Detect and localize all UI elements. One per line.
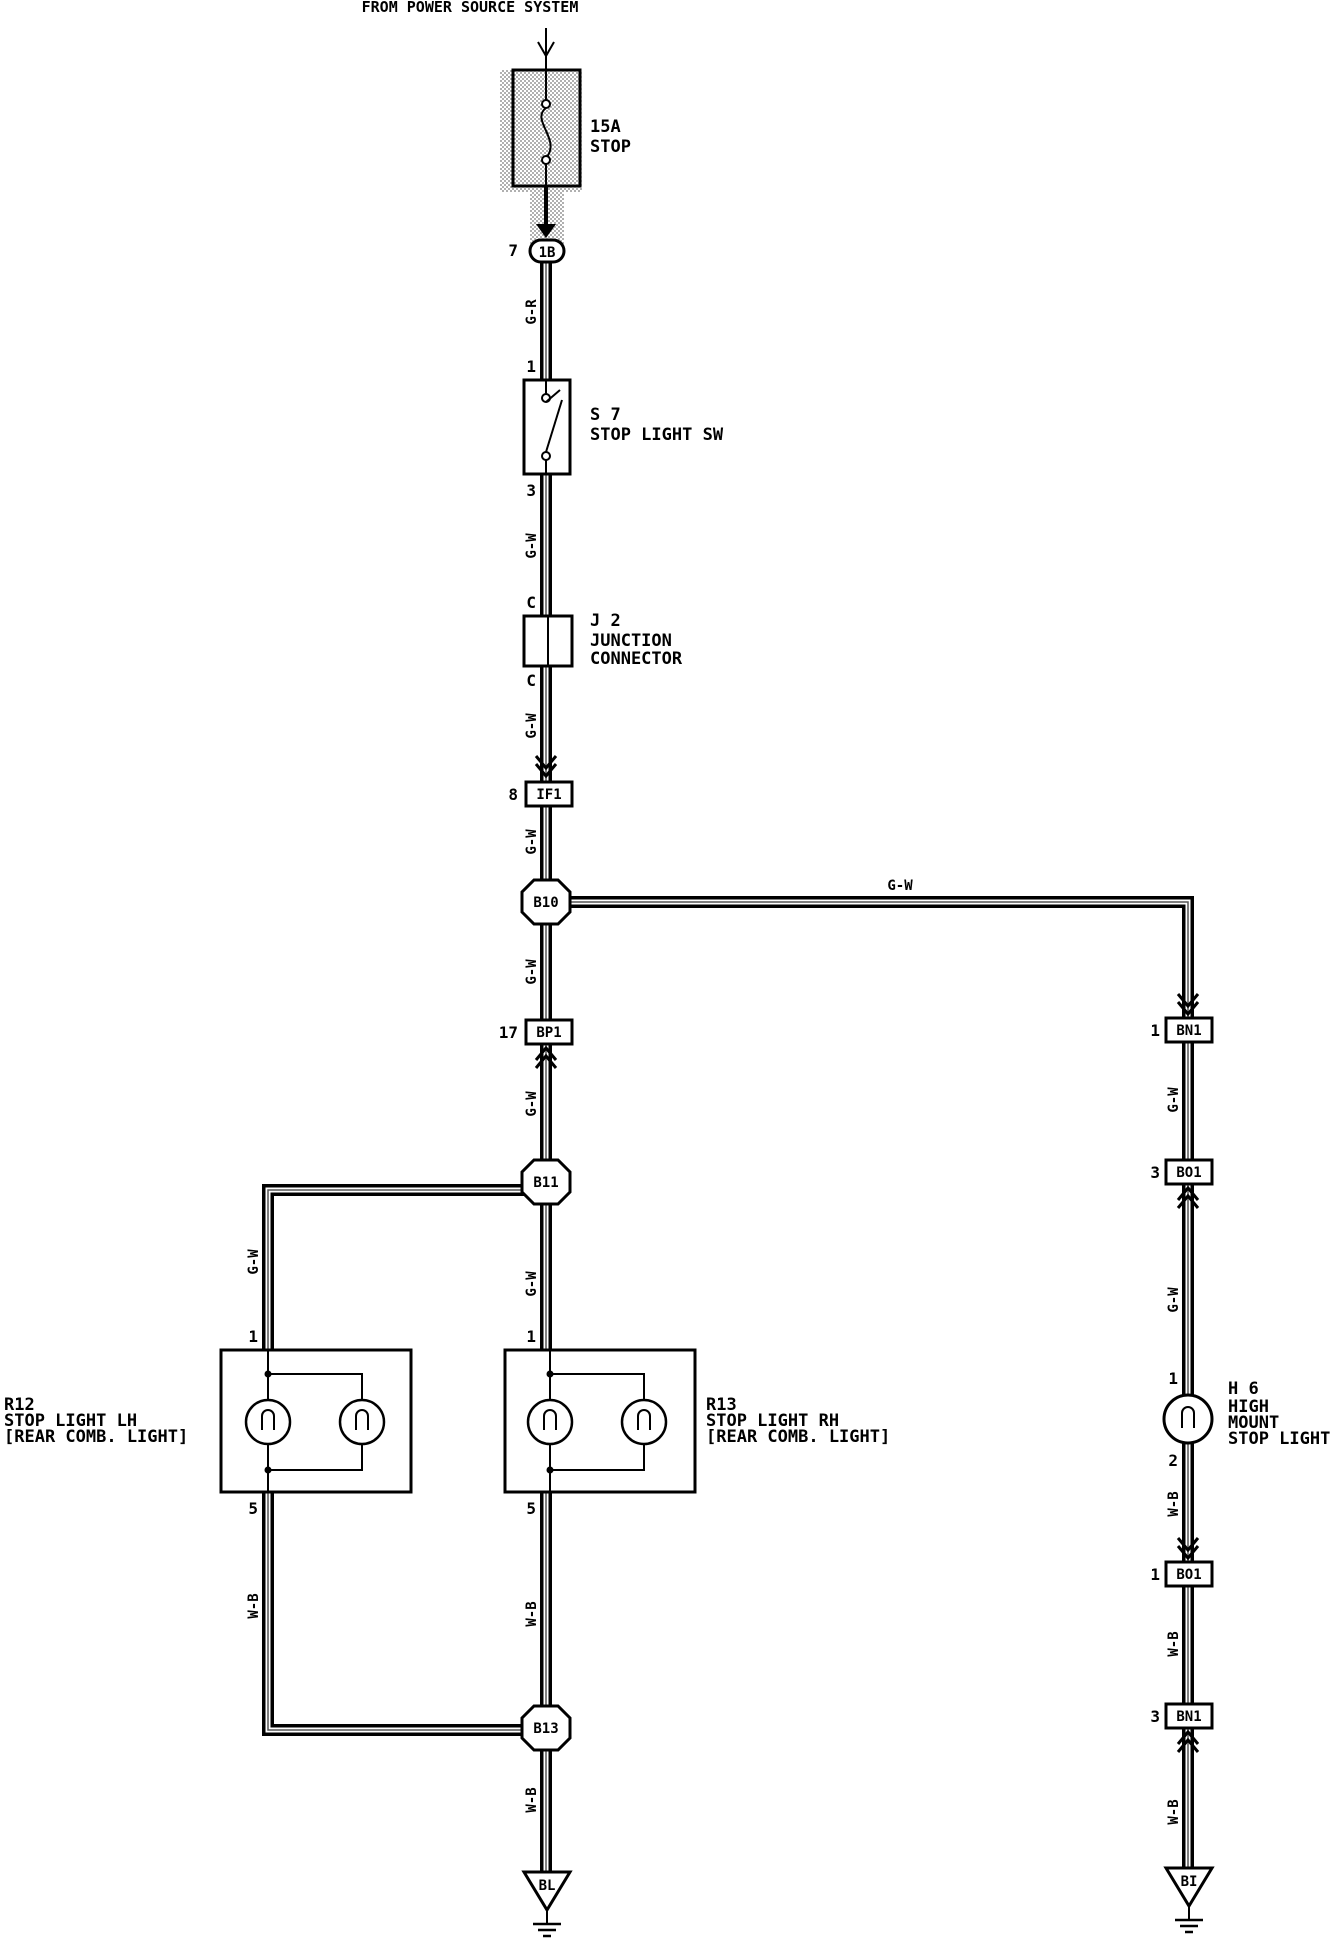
connector-bp1-label: BP1 (536, 1025, 561, 1041)
high-mount-pin-in: 1 (1168, 1369, 1178, 1388)
splice-b13-label: B13 (533, 1721, 558, 1737)
high-mount-line1: HIGH (1228, 1397, 1269, 1417)
wire-label-gw-3: G-W (524, 829, 540, 855)
high-mount-stop-light (1162, 1393, 1214, 1445)
splice-b11-label: B11 (533, 1175, 558, 1191)
wire-label-wb-3: W-B (524, 1787, 540, 1812)
connector-bp1-pin: 17 (499, 1023, 518, 1042)
high-mount-line3: STOP LIGHT (1228, 1429, 1330, 1449)
connector-bo1-top-label: BO1 (1176, 1165, 1201, 1181)
wire-label-gw-h: G-W (887, 878, 913, 894)
connector-bn1-bottom: BN1 (1164, 1702, 1214, 1730)
wire-label-gw-1: G-W (524, 533, 540, 559)
connector-bn1-top-label: BN1 (1176, 1023, 1201, 1039)
lh-light-line2: [REAR COMB. LIGHT] (4, 1427, 188, 1447)
chevron-down-icon (1176, 993, 1200, 1017)
connector-1b-pin: 7 (508, 241, 518, 260)
connector-bo1-bottom-pin: 1 (1150, 1565, 1160, 1584)
wire-label-gw-6: G-W (246, 1249, 262, 1275)
rh-light-pin-in: 1 (526, 1327, 536, 1346)
junction-pin-in: C (526, 593, 536, 612)
wire-label-gw-8: G-W (1166, 1087, 1182, 1113)
connector-bn1-bottom-pin: 3 (1150, 1707, 1160, 1726)
junction-line1: JUNCTION (590, 631, 672, 651)
junction-line2: CONNECTOR (590, 649, 683, 669)
junction-code: J 2 (590, 611, 621, 631)
wire-label-gw-7: G-W (524, 1271, 540, 1297)
power-source-label: FROM POWER SOURCE SYSTEM (362, 0, 579, 16)
wire-label-gw-5: G-W (524, 1091, 540, 1117)
junction-connector (522, 614, 574, 668)
connector-bo1-bottom-label: BO1 (1176, 1567, 1201, 1583)
rh-light-line2: [REAR COMB. LIGHT] (706, 1427, 890, 1447)
wire-label-gr: G-R (524, 299, 540, 325)
lh-light-pin-out: 5 (248, 1499, 258, 1518)
chevron-down-icon (534, 755, 558, 779)
fuse-block (500, 68, 582, 254)
wire-label-wb-6: W-B (1166, 1799, 1182, 1824)
ground-bi-label: BI (1181, 1874, 1198, 1890)
connector-if1: IF1 (524, 780, 574, 808)
ground-bl: BL (521, 1870, 573, 1938)
lh-light-line1: STOP LIGHT LH (4, 1411, 137, 1431)
wire-harness (262, 262, 1194, 1872)
wire-label-gw-4: G-W (524, 959, 540, 985)
power-source-arrow (537, 28, 555, 70)
rh-light-line1: STOP LIGHT RH (706, 1411, 839, 1431)
lh-stop-light (219, 1348, 413, 1494)
high-mount-line2: MOUNT (1228, 1413, 1279, 1433)
wire-label-gw-9: G-W (1166, 1287, 1182, 1313)
splice-b10: B10 (520, 878, 572, 926)
fuse-name: STOP (590, 137, 631, 157)
rh-light-code: R13 (706, 1395, 737, 1415)
wire-label-wb-1: W-B (246, 1593, 262, 1618)
ground-bi: BI (1163, 1866, 1215, 1934)
connector-if1-pin: 8 (508, 785, 518, 804)
rh-stop-light (503, 1348, 697, 1494)
switch-pin-out: 3 (526, 481, 536, 500)
connector-bn1-top-pin: 1 (1150, 1021, 1160, 1040)
chevron-up-icon (534, 1045, 558, 1069)
splice-b11: B11 (520, 1158, 572, 1206)
connector-bo1-top: BO1 (1164, 1158, 1214, 1186)
high-mount-code: H 6 (1228, 1379, 1259, 1399)
splice-b13: B13 (520, 1704, 572, 1752)
high-mount-pin-out: 2 (1168, 1451, 1178, 1470)
ground-bl-label: BL (539, 1878, 556, 1894)
chevron-up-icon (1176, 1185, 1200, 1209)
splice-b10-label: B10 (533, 895, 558, 911)
connector-bo1-bottom: BO1 (1164, 1560, 1214, 1588)
connector-1b-label: 1B (539, 245, 556, 261)
wire-label-gw-2: G-W (524, 713, 540, 739)
fuse-rating: 15A (590, 117, 621, 137)
stop-light-switch (522, 378, 572, 476)
switch-name: STOP LIGHT SW (590, 425, 724, 445)
connector-bp1: BP1 (524, 1018, 574, 1046)
connector-bn1-bottom-label: BN1 (1176, 1709, 1201, 1725)
wire-label-wb-4: W-B (1166, 1491, 1182, 1516)
connector-bn1-top: BN1 (1164, 1016, 1214, 1044)
rh-light-pin-out: 5 (526, 1499, 536, 1518)
connector-if1-label: IF1 (536, 787, 561, 803)
connector-1b: 1B (528, 238, 566, 264)
junction-pin-out: C (526, 671, 536, 690)
lh-light-code: R12 (4, 1395, 35, 1415)
lh-light-pin-in: 1 (248, 1327, 258, 1346)
switch-code: S 7 (590, 405, 621, 425)
wire-label-wb-5: W-B (1166, 1631, 1182, 1656)
wire-label-wb-2: W-B (524, 1601, 540, 1626)
connector-bo1-top-pin: 3 (1150, 1163, 1160, 1182)
switch-pin-in: 1 (526, 357, 536, 376)
chevron-down-icon (1176, 1537, 1200, 1561)
chevron-up-icon (1176, 1729, 1200, 1753)
